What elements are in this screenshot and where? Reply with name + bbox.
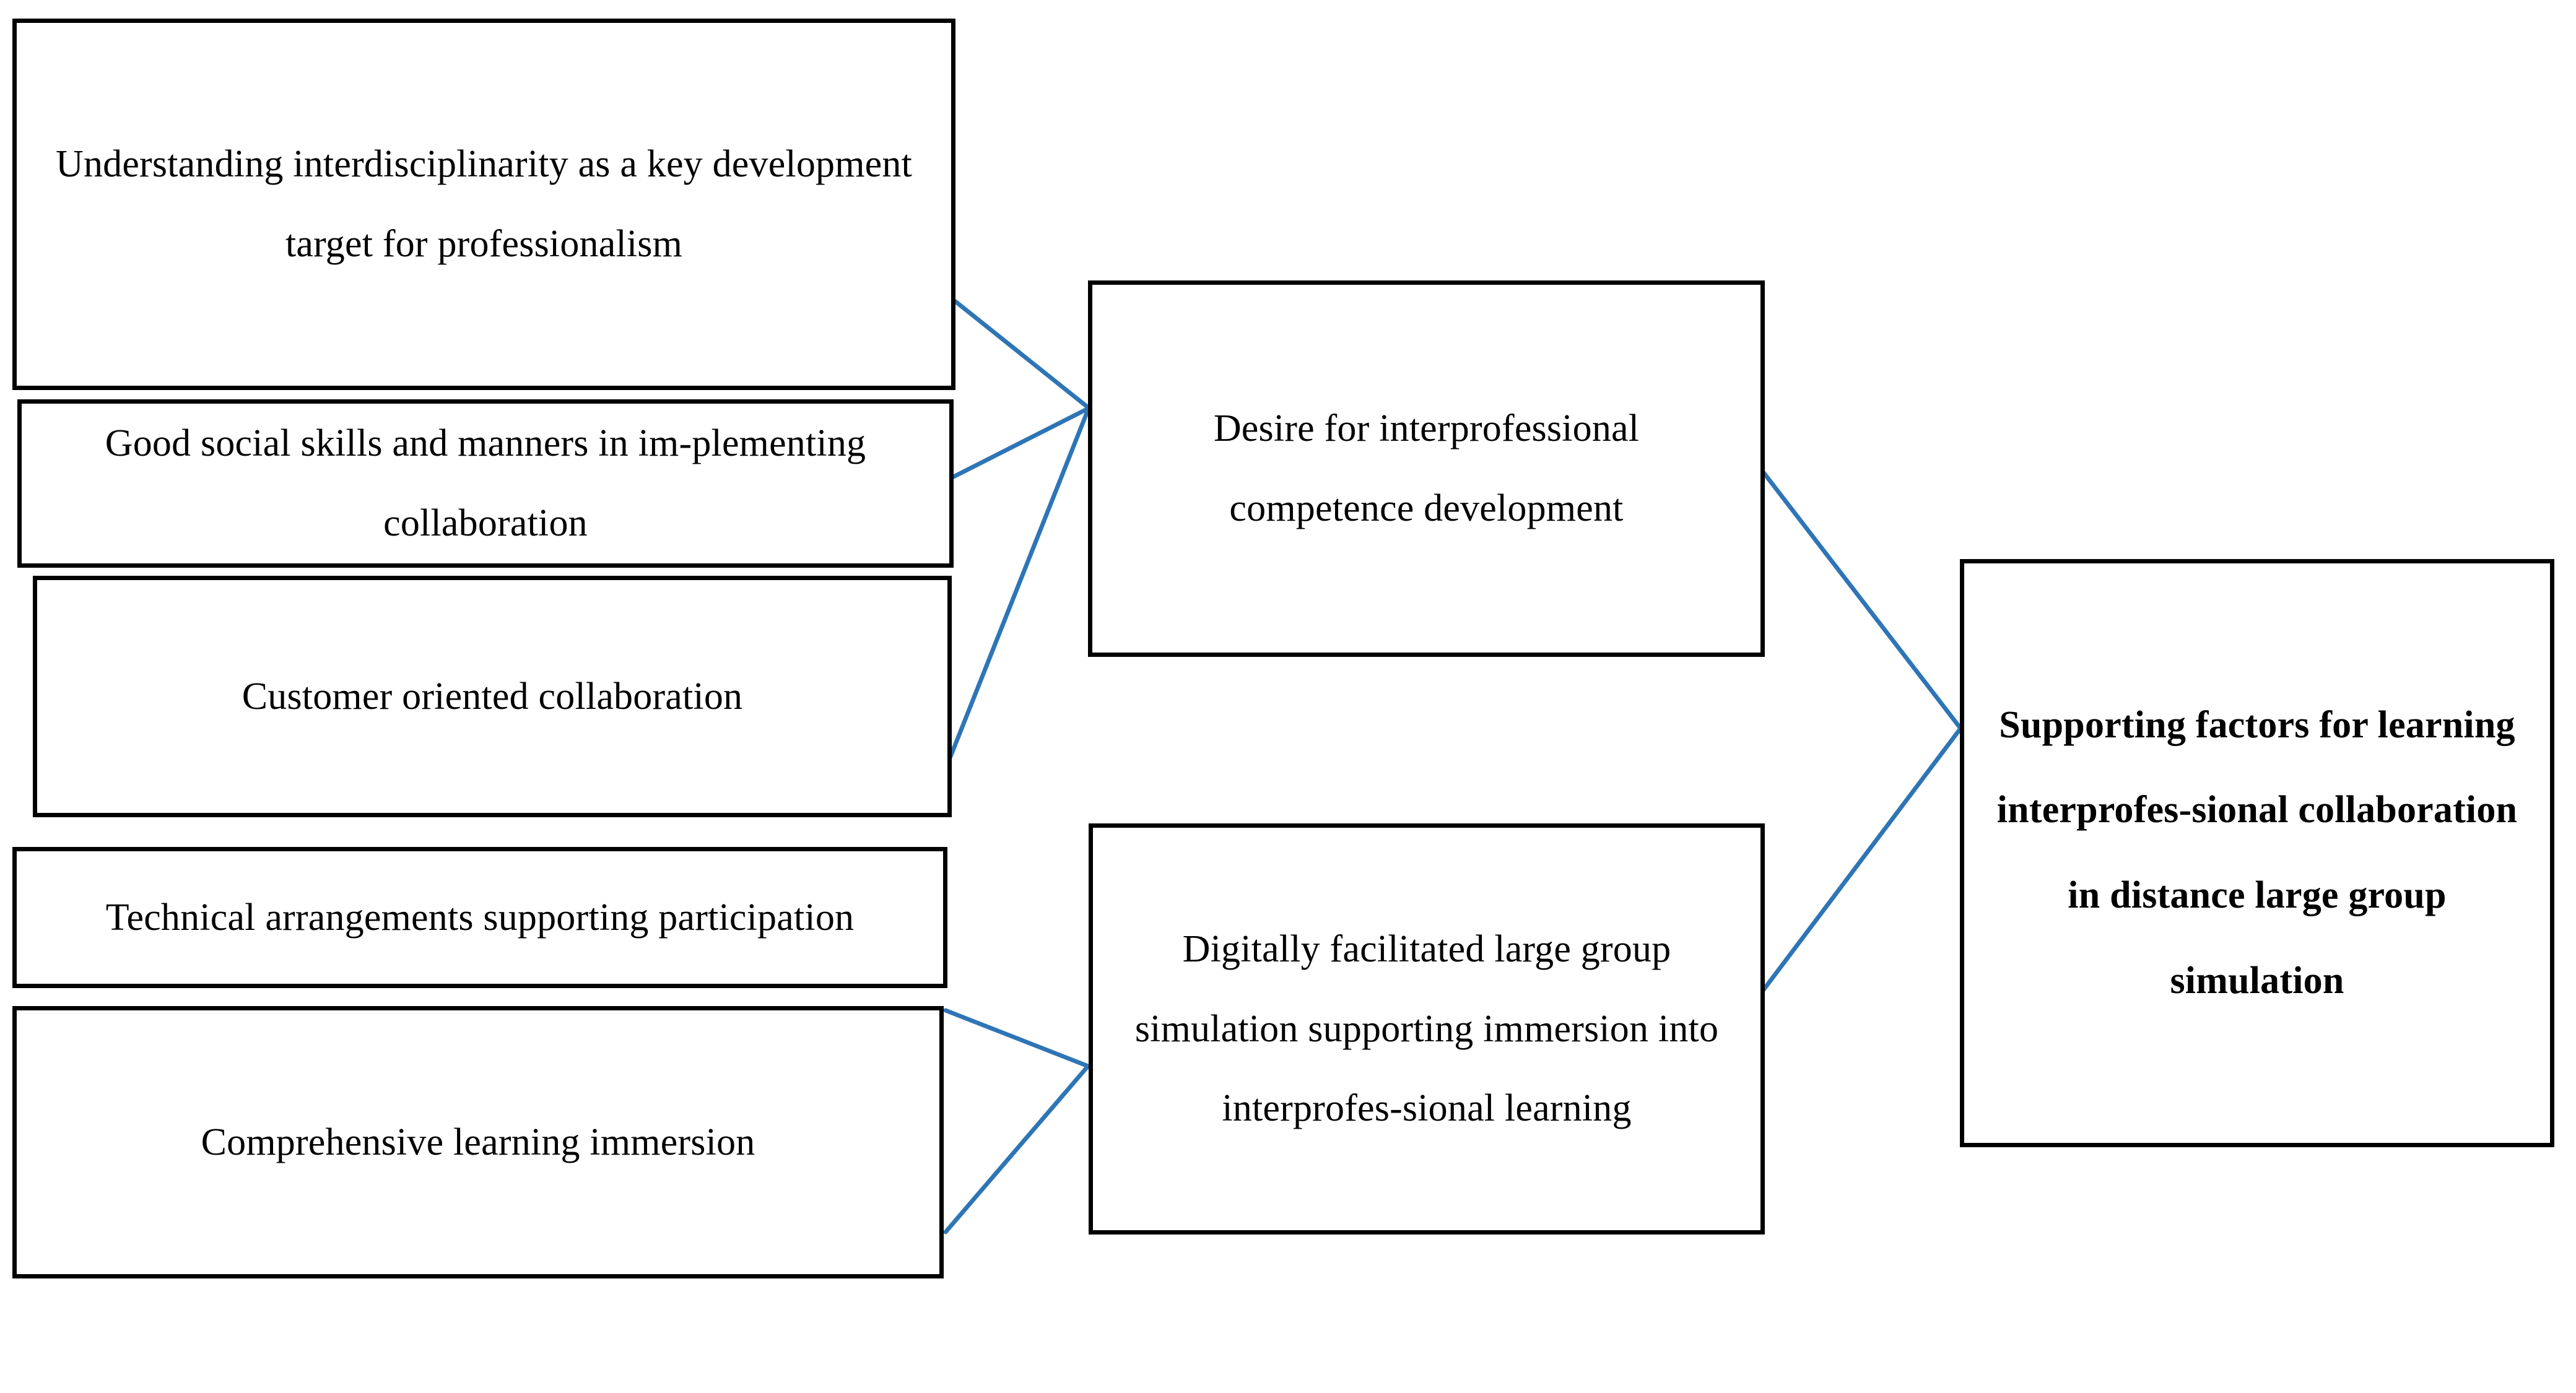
node-label: Desire for interprofessional competence … (1213, 407, 1640, 529)
edge-comprehensive-to-digitally (943, 1064, 1090, 1235)
edge-technical-to-digitally (943, 1008, 1090, 1069)
edge-desire-to-target (1760, 469, 1962, 730)
node-label: Supporting factors for learning interpro… (1996, 703, 2518, 1002)
node-label: Understanding interdisciplinarity as a k… (55, 143, 913, 265)
node-comprehensive-learning-immersion[interactable]: Comprehensive learning immersion (12, 1006, 944, 1278)
node-good-social-skills[interactable]: Good social skills and manners in im-ple… (17, 399, 954, 568)
node-desire-interprofessional-competence[interactable]: Desire for interprofessional competence … (1088, 280, 1765, 657)
edge-customer-to-desire (948, 407, 1090, 759)
edge-social-to-desire (951, 406, 1090, 479)
node-label: Technical arrangements supporting partic… (105, 896, 855, 939)
node-customer-oriented-collaboration[interactable]: Customer oriented collaboration (33, 576, 952, 817)
node-label: Customer oriented collaboration (242, 675, 743, 718)
edge-digitally-to-target (1760, 727, 1962, 993)
node-label: Digitally facilitated large group simula… (1134, 927, 1719, 1130)
node-understanding-interdisciplinarity[interactable]: Understanding interdisciplinarity as a k… (12, 19, 955, 390)
node-digitally-facilitated-simulation[interactable]: Digitally facilitated large group simula… (1089, 823, 1765, 1235)
node-label: Good social skills and manners in im-ple… (105, 422, 866, 544)
node-label: Comprehensive learning immersion (201, 1121, 755, 1163)
node-supporting-factors-outcome[interactable]: Supporting factors for learning interpro… (1960, 559, 2554, 1147)
node-technical-arrangements[interactable]: Technical arrangements supporting partic… (12, 847, 947, 988)
edge-understanding-to-desire (953, 299, 1090, 410)
